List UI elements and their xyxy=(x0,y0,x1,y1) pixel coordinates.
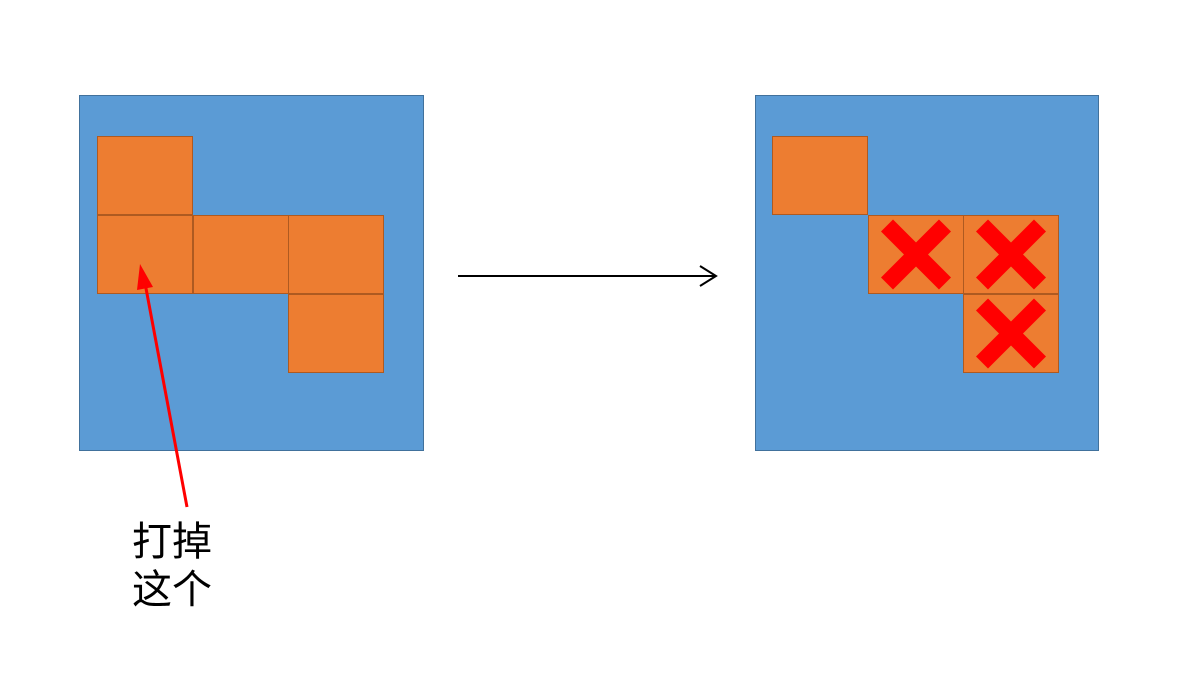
x-mark-icon xyxy=(869,216,963,293)
block-cell-r0-c0 xyxy=(97,136,193,215)
block-cell-r2-c2 xyxy=(288,294,384,373)
block-cell-r1-c0-target xyxy=(97,215,193,294)
caption-line-1: 打掉 xyxy=(132,519,212,565)
block-cell-r1-c1-removed xyxy=(868,215,964,294)
block-cell-r1-c2-removed xyxy=(963,215,1059,294)
block-cell-r0-c0 xyxy=(772,136,868,215)
block-cell-r1-c2 xyxy=(288,215,384,294)
board-before xyxy=(79,95,424,451)
board-after xyxy=(755,95,1099,451)
right-arrow-icon xyxy=(458,265,718,287)
block-cell-r2-c2-removed xyxy=(963,294,1059,373)
annotation-caption: 打掉 这个 xyxy=(132,518,232,614)
caption-line-2: 这个 xyxy=(132,567,212,613)
block-cell-r1-c1 xyxy=(193,215,289,294)
x-mark-icon xyxy=(964,295,1058,372)
x-mark-icon xyxy=(964,216,1058,293)
